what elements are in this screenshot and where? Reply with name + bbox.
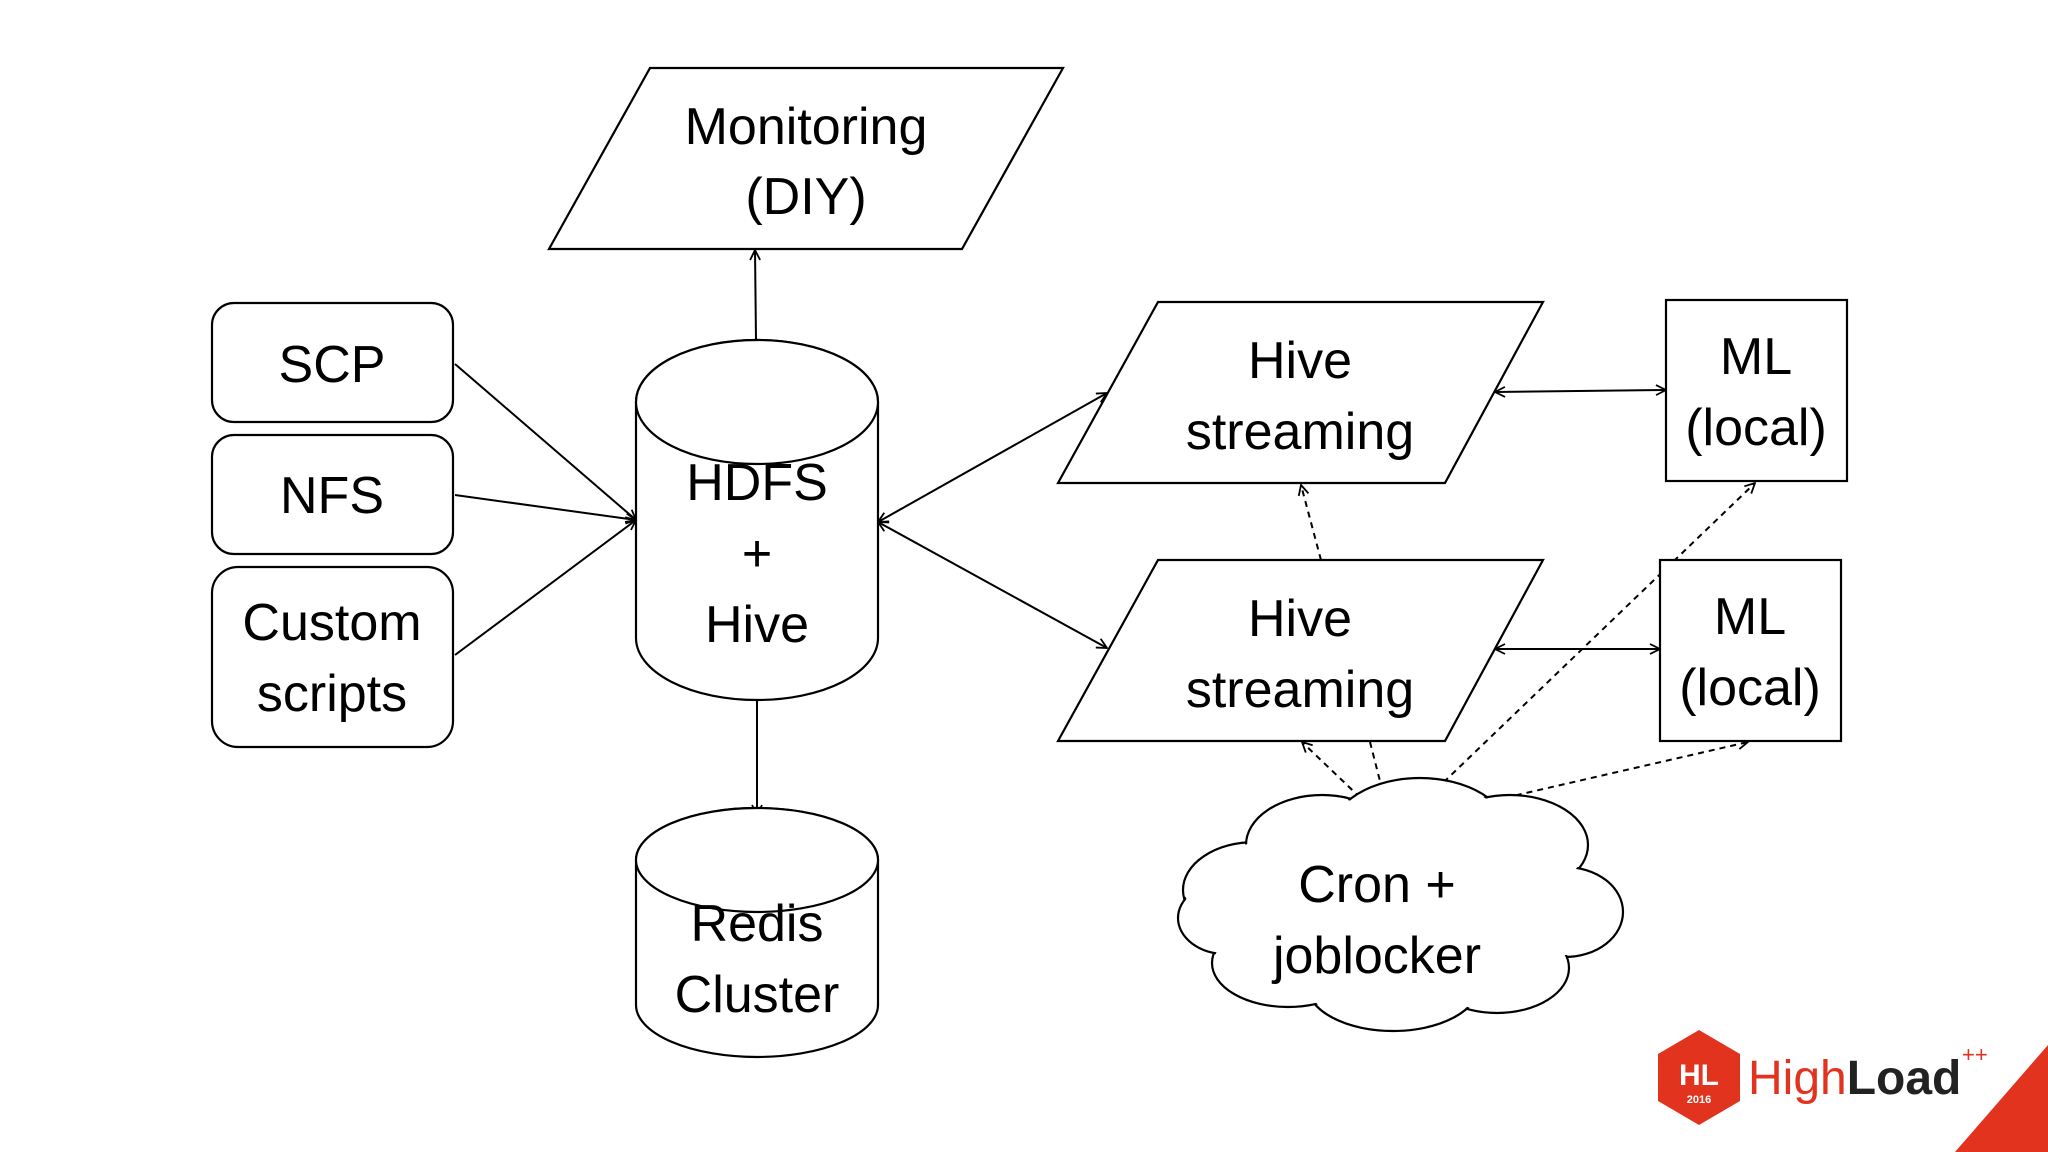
- cron-joblocker-label-line-1: Cron +: [1298, 856, 1456, 914]
- edge-streaming-2-to-streaming-1-dashed: [1301, 485, 1322, 561]
- hdfs-hive-label-line-2: +: [742, 525, 772, 583]
- redis-cluster-cylinder: Redis Cluster: [634, 806, 880, 1059]
- nfs-node: NFS: [210, 433, 455, 556]
- hdfs-hive-label-line-1: HDFS: [686, 454, 828, 512]
- edge-hdfs-to-monitoring: [755, 250, 756, 341]
- hdfs-hive-label-line-3: Hive: [705, 596, 809, 654]
- logo-badge-text: HL: [1679, 1059, 1719, 1092]
- edge-hdfs-hive-streaming-1: [878, 393, 1107, 522]
- edges: [454, 250, 1755, 829]
- monitoring-label-line-1: Monitoring: [685, 98, 928, 156]
- scp-node: SCP: [210, 301, 455, 424]
- logo-hexagon-badge: [1658, 1030, 1740, 1125]
- ml-local-node-2: ML (local): [1658, 558, 1843, 743]
- edge-cron-to-ml-1-dashed: [1395, 483, 1755, 829]
- edge-scp-to-hdfs: [454, 363, 636, 520]
- redis-cluster-label-line-2: Cluster: [675, 966, 840, 1024]
- logo-word-bold: Load: [1847, 1052, 1962, 1105]
- nfs-label: NFS: [280, 467, 384, 525]
- highload-logo: HL 2016 HighLoad ++: [1658, 1030, 2048, 1152]
- edge-hive-streaming-1-ml-1: [1495, 390, 1666, 392]
- edge-custom-to-hdfs: [454, 520, 636, 656]
- logo-word-light: High: [1748, 1052, 1847, 1105]
- hive-streaming-node-2: Hive streaming: [1056, 558, 1545, 743]
- scp-label: SCP: [279, 336, 386, 394]
- logo-corner-triangle: [1955, 1045, 2048, 1152]
- hive-streaming-1-label-line-2: streaming: [1186, 403, 1414, 461]
- hive-streaming-1-label-line-1: Hive: [1248, 332, 1352, 390]
- edge-nfs-to-hdfs: [454, 494, 636, 520]
- ml-local-1-label-line-2: (local): [1685, 399, 1827, 457]
- edge-cron-streaming-2-dashed: [1302, 742, 1392, 828]
- custom-scripts-node: Custom scripts: [210, 565, 455, 749]
- cron-joblocker-cloud: Cron + joblocker: [1176, 776, 1625, 1033]
- hive-streaming-node-1: Hive streaming: [1056, 300, 1545, 485]
- svg-text:HighLoad: HighLoad: [1748, 1052, 1961, 1105]
- cron-joblocker-label-line-2: joblocker: [1271, 927, 1481, 985]
- monitoring-node: Monitoring (DIY): [547, 66, 1065, 251]
- hive-streaming-2-label-line-2: streaming: [1186, 661, 1414, 719]
- hdfs-hive-cylinder: HDFS + Hive: [634, 338, 880, 702]
- custom-scripts-label-line-1: Custom: [242, 594, 421, 652]
- ml-local-2-label-line-2: (local): [1679, 659, 1821, 717]
- ml-local-1-label-line-1: ML: [1720, 328, 1792, 386]
- ml-local-2-label-line-1: ML: [1714, 588, 1786, 646]
- redis-cluster-label-line-1: Redis: [691, 895, 824, 953]
- monitoring-label-line-2: (DIY): [745, 168, 866, 226]
- ml-local-node-1: ML (local): [1664, 298, 1849, 483]
- logo-badge-year: 2016: [1687, 1094, 1711, 1106]
- logo-superscript: ++: [1962, 1042, 1988, 1067]
- custom-scripts-label-line-2: scripts: [257, 665, 407, 723]
- hive-streaming-2-label-line-1: Hive: [1248, 590, 1352, 648]
- edge-hdfs-hive-streaming-2: [878, 522, 1107, 648]
